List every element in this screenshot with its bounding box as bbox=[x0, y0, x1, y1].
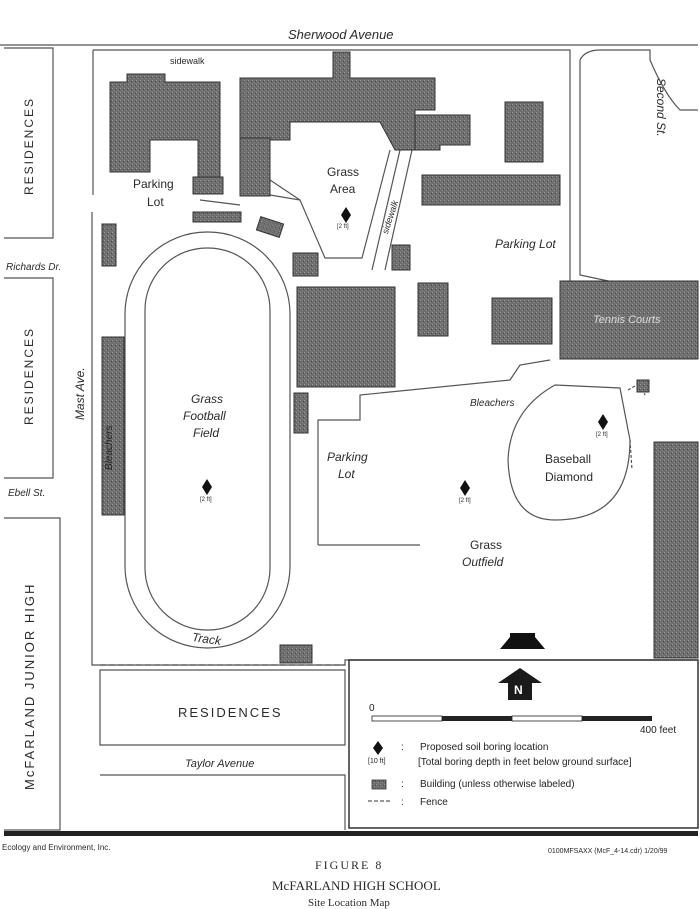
label-residences-s: RESIDENCES bbox=[178, 705, 283, 720]
footer-file-ref: 0100MFSAXX (McF_4-14.cdr) 1/20/99 bbox=[548, 848, 668, 855]
sidewalk-diagonal bbox=[371, 149, 413, 271]
legend-scale-end: 400 feet bbox=[640, 725, 677, 736]
label-football-1: Grass bbox=[191, 392, 224, 406]
legend-item-building: Building (unless otherwise labeled) bbox=[420, 779, 575, 790]
residences-south-block bbox=[99, 669, 346, 746]
label-parking-ne: Parking Lot bbox=[495, 237, 556, 251]
street-richards: Richards Dr. bbox=[6, 262, 62, 273]
label-boring-depth-grass-area: [2 ft] bbox=[337, 224, 349, 230]
label-boring-depth-football: [2 ft] bbox=[200, 497, 212, 503]
figure-school-title: McFARLAND HIGH SCHOOL bbox=[272, 878, 441, 893]
legend-colon-3: : bbox=[401, 779, 404, 790]
building-small-5 bbox=[292, 252, 319, 277]
building-center-large bbox=[296, 286, 396, 388]
baseball-diamond bbox=[507, 384, 631, 521]
track-inner bbox=[144, 247, 271, 631]
label-parking-nw-1: Parking bbox=[133, 177, 174, 191]
legend-item-depth: [Total boring depth in feet below ground… bbox=[418, 757, 632, 768]
boring-marker-baseball bbox=[598, 414, 608, 430]
figure-number: FIGURE 8 bbox=[315, 858, 384, 872]
building-east-long-tall bbox=[653, 441, 699, 659]
building-east-long bbox=[421, 174, 561, 206]
figure-subtitle: Site Location Map bbox=[308, 897, 390, 909]
building-north-main bbox=[239, 51, 436, 151]
label-residences-w: RESIDENCES bbox=[22, 326, 36, 425]
block-nw-residences bbox=[4, 47, 54, 239]
legend-item-depth-symbol: [10 ft] bbox=[368, 758, 386, 765]
legend-colon-4: : bbox=[401, 797, 404, 808]
label-parking-c-2: Lot bbox=[338, 467, 355, 481]
building-parking-ne bbox=[491, 297, 553, 345]
building-small-4 bbox=[101, 223, 117, 267]
legend-frame bbox=[348, 659, 699, 829]
label-boring-depth-baseball: [2 ft] bbox=[596, 432, 608, 438]
label-grass-area-1: Grass bbox=[327, 165, 360, 179]
footer-company: Ecology and Environment, Inc. bbox=[2, 843, 111, 852]
label-residences-nw: RESIDENCES bbox=[22, 96, 36, 195]
label-parking-nw-2: Lot bbox=[147, 195, 164, 209]
street-sherwood: Sherwood Avenue bbox=[288, 27, 394, 42]
building-small-ne-fence bbox=[636, 379, 650, 393]
street-second: Second St. bbox=[654, 78, 668, 137]
street-ebell: Ebell St. bbox=[8, 488, 46, 499]
building-small-6 bbox=[391, 244, 411, 271]
label-parking-c-1: Parking bbox=[327, 450, 368, 464]
label-bleachers-west: Bleachers bbox=[104, 425, 115, 470]
building-small-2 bbox=[192, 211, 242, 223]
legend-boring-symbol bbox=[373, 741, 383, 755]
boring-marker-grass-area bbox=[341, 207, 351, 223]
boring-marker-outfield bbox=[460, 480, 470, 496]
label-boring-depth-outfield: [2 ft] bbox=[459, 498, 471, 504]
track-outer bbox=[124, 231, 291, 649]
label-tennis: Tennis Courts bbox=[593, 314, 661, 326]
label-baseball-1: Baseball bbox=[545, 452, 592, 466]
legend-scale-start: 0 bbox=[369, 703, 375, 714]
building-bleachers-west bbox=[101, 336, 125, 516]
building-center-small bbox=[293, 392, 309, 434]
label-baseball-2: Diamond bbox=[545, 470, 594, 484]
label-sidewalk-top: sidewalk bbox=[170, 56, 205, 66]
label-bleachers-east: Bleachers bbox=[470, 398, 515, 409]
footer-rule bbox=[4, 831, 698, 836]
street-mast: Mast Ave. bbox=[73, 367, 87, 420]
fence-east bbox=[627, 382, 646, 471]
label-junior-high: McFARLAND JUNIOR HIGH bbox=[22, 582, 37, 790]
label-outfield-2: Outfield bbox=[462, 555, 504, 569]
building-ne-tall bbox=[504, 101, 544, 163]
building-center-east bbox=[417, 282, 449, 337]
building-nw bbox=[109, 73, 221, 181]
legend-item-fence: Fence bbox=[420, 797, 448, 808]
legend-north-label: N bbox=[514, 683, 523, 697]
legend-building-symbol bbox=[371, 779, 387, 790]
building-tennis bbox=[559, 280, 699, 360]
building-small-south bbox=[279, 644, 313, 664]
legend-item-boring: Proposed soil boring location bbox=[420, 742, 549, 753]
block-ne bbox=[579, 49, 698, 111]
building-small-3 bbox=[255, 216, 285, 238]
label-grass-area-2: Area bbox=[330, 182, 356, 196]
block-w-residences bbox=[4, 277, 54, 479]
taylor-south-line bbox=[100, 774, 346, 830]
label-football-3: Field bbox=[193, 426, 220, 440]
label-football-2: Football bbox=[183, 409, 226, 423]
building-north-east-small bbox=[414, 114, 471, 151]
legend-colon-1: : bbox=[401, 742, 404, 753]
block-sw-junior-high bbox=[4, 517, 61, 831]
building-small-1 bbox=[192, 176, 224, 195]
building-west-narrow bbox=[239, 137, 271, 197]
north-arrow bbox=[500, 633, 545, 649]
street-taylor: Taylor Avenue bbox=[185, 758, 255, 770]
parking-lot-center bbox=[317, 359, 551, 545]
label-outfield-1: Grass bbox=[470, 538, 503, 552]
boring-marker-football bbox=[202, 479, 212, 495]
